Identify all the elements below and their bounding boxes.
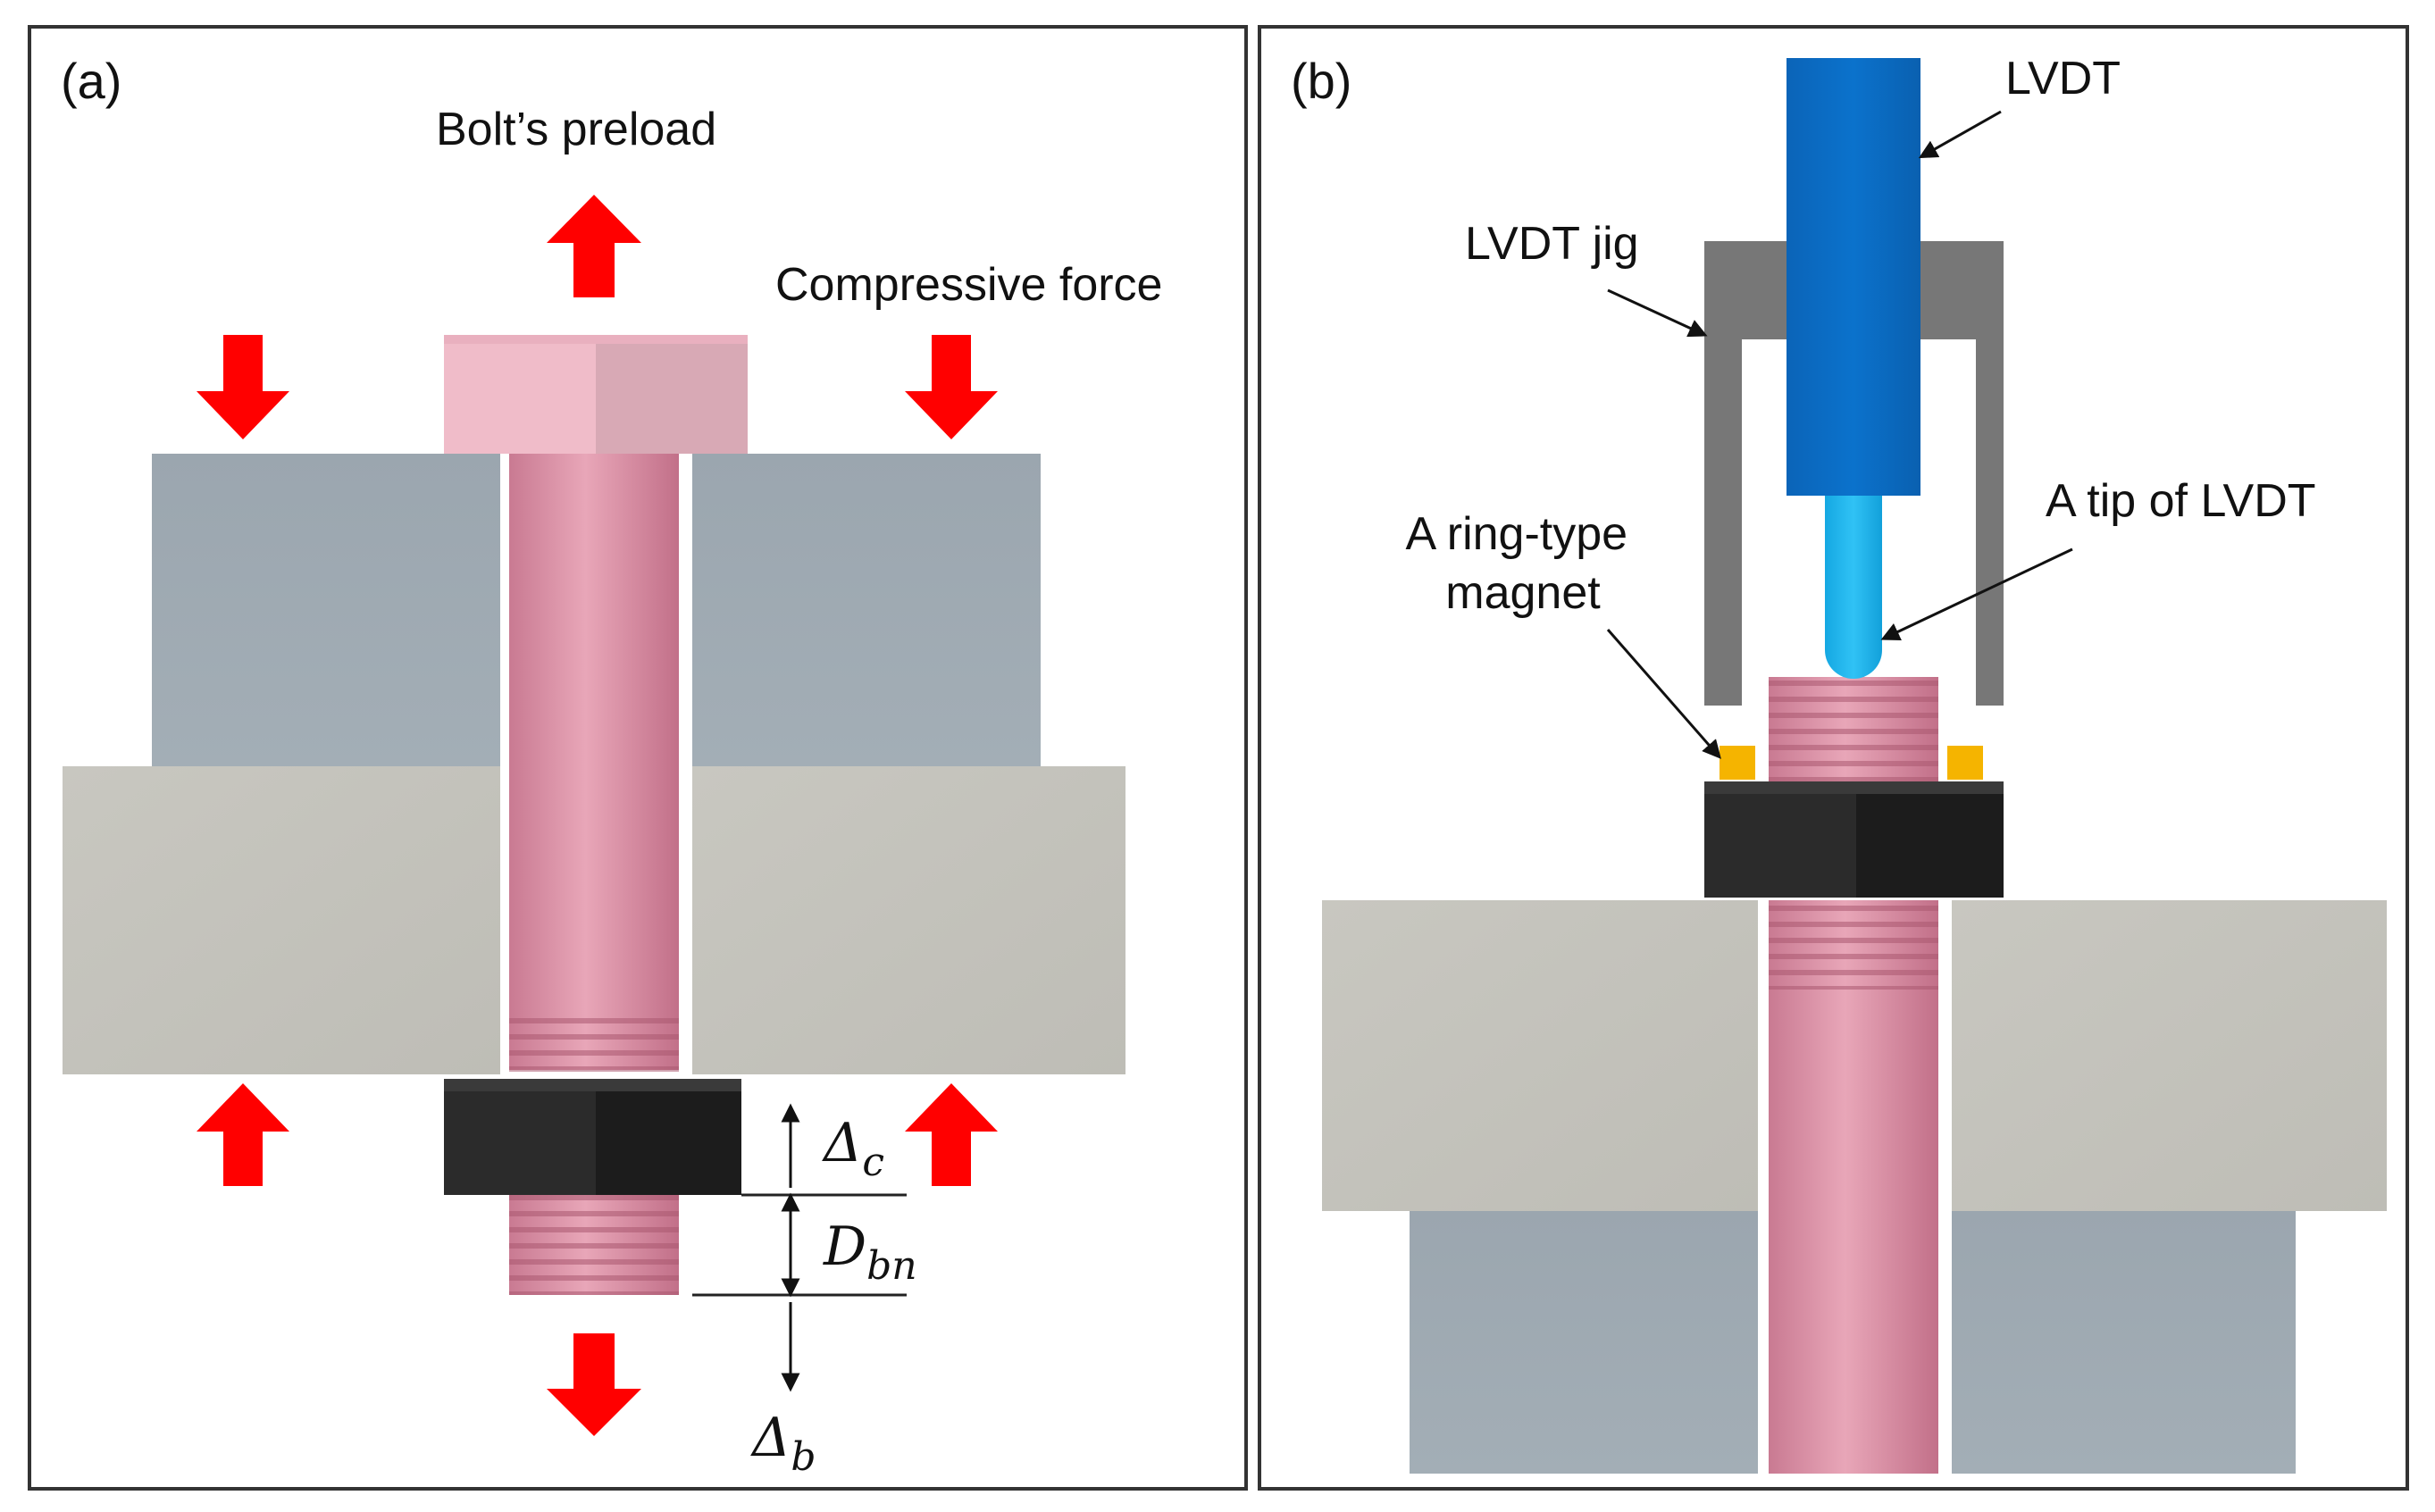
nut-b <box>1704 781 2004 898</box>
beige-plate-b-left <box>1322 900 1758 1211</box>
bolt-head <box>444 335 748 454</box>
ring-magnet-left <box>1720 746 1755 780</box>
preload-label: Bolt’s preload <box>436 104 716 155</box>
bolt-threads-b-upper <box>1769 677 1938 781</box>
panel-b: (b) LVDT LVDT jig A tip of LVDT <box>1258 25 2409 1491</box>
compressive-arrow-top-left <box>197 335 289 439</box>
d-bn-label: Dbn <box>823 1215 917 1289</box>
plate-b-left <box>1410 1210 1758 1474</box>
plate-b-right-block <box>1952 1210 2296 1474</box>
ring-magnet-label: A ring-type magnet <box>1405 508 1640 619</box>
preload-arrow-down <box>547 1333 641 1436</box>
lower-plate-right <box>692 766 1125 1074</box>
compressive-force-label: Compressive force <box>775 259 1162 311</box>
compressive-arrow-bottom-left <box>197 1083 289 1186</box>
lvdt-tip-label: A tip of LVDT <box>2046 475 2316 527</box>
panel-b-label: (b) <box>1291 53 1351 109</box>
bolt-shank <box>509 454 679 1070</box>
tip-leader <box>1880 547 2073 641</box>
bolt-threads-b-lower <box>1769 900 1938 990</box>
preload-arrow-up <box>547 195 641 297</box>
panel-a: (a) <box>28 25 1248 1491</box>
lvdt-label: LVDT <box>2005 53 2121 104</box>
delta-b-label: Δb <box>750 1407 816 1480</box>
ring-magnet-right <box>1947 746 1983 780</box>
lower-plate-left <box>63 766 500 1074</box>
upper-plate-right <box>692 454 1041 766</box>
bolt-threads-lower <box>509 1195 679 1295</box>
magnet-leader <box>1606 629 1721 759</box>
lvdt-leader <box>1918 110 2002 159</box>
compressive-arrow-top-right <box>905 335 998 439</box>
upper-plate-left <box>152 454 500 766</box>
lvdt-jig-label: LVDT jig <box>1465 218 1639 270</box>
delta-c-label: Δc <box>822 1112 884 1185</box>
bolt-threads-upper <box>509 1009 679 1081</box>
beige-plate-b-right <box>1952 900 2387 1211</box>
lvdt-body <box>1787 58 1920 496</box>
bolt-shank-b <box>1769 900 1938 1474</box>
lvdt-tip <box>1825 496 1882 679</box>
panel-a-label: (a) <box>61 53 121 109</box>
nut-a <box>444 1079 741 1195</box>
jig-leader <box>1607 288 1708 338</box>
compressive-arrow-bottom-right <box>905 1083 998 1186</box>
